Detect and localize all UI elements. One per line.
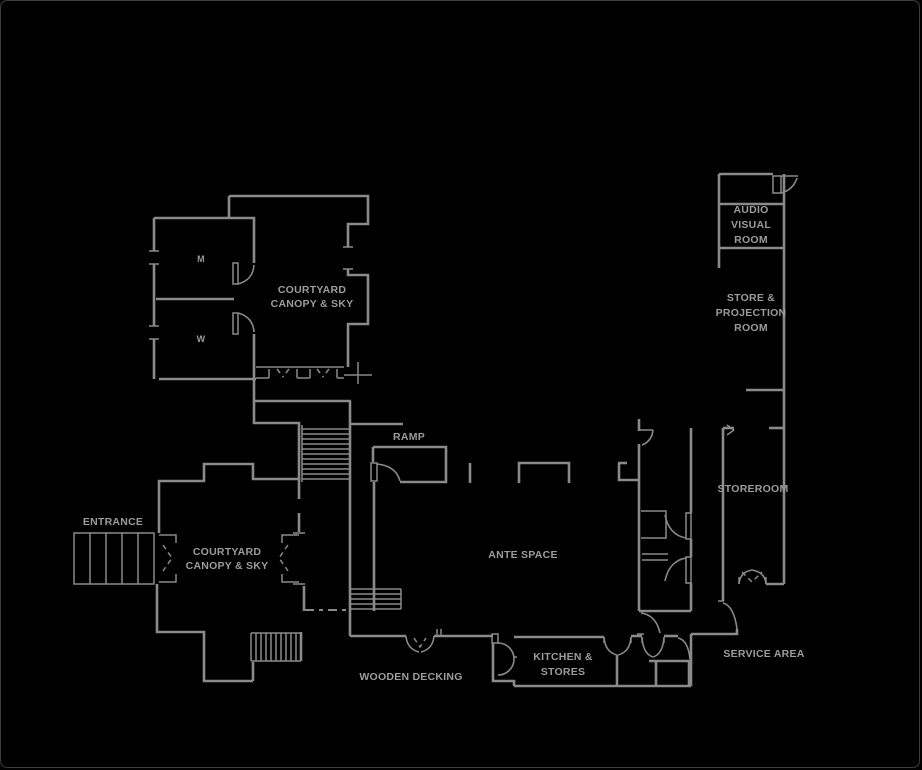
steps-outline xyxy=(73,532,155,585)
cupboard xyxy=(641,510,667,539)
label-wooden-decking: WOODEN DECKING xyxy=(359,671,462,683)
door-arc xyxy=(738,569,767,585)
deck-stairs xyxy=(349,588,402,610)
stair-treads xyxy=(302,428,350,480)
label-entrance: ENTRANCE xyxy=(83,516,143,528)
door-arc xyxy=(664,557,687,582)
stair-treads xyxy=(250,633,302,661)
door-leaves xyxy=(741,571,763,584)
door-leaves xyxy=(413,637,427,649)
window-cross xyxy=(344,362,372,384)
door-leaf xyxy=(232,312,239,335)
door-arc xyxy=(677,637,691,660)
service-corridor xyxy=(718,428,739,635)
window-jamb xyxy=(268,369,338,378)
label-courtyard-canopy-south: COURTYARD xyxy=(193,546,262,558)
opening-arrow xyxy=(726,424,735,436)
east-corridor xyxy=(637,419,693,635)
kitchen-area xyxy=(491,632,737,688)
door-arc xyxy=(722,602,738,630)
window-jamb xyxy=(436,629,442,636)
wall xyxy=(157,379,301,533)
door-arc xyxy=(603,636,632,656)
storeroom-walls xyxy=(723,174,786,586)
label-audio-visual-room: VISUAL xyxy=(731,219,771,231)
door-courtyard-west xyxy=(159,534,177,583)
main-staircase xyxy=(301,425,350,482)
label-courtyard-canopy-north: CANOPY & SKY xyxy=(271,298,354,310)
label-kitchen-stores: KITCHEN & xyxy=(533,651,593,663)
door-jamb xyxy=(281,534,299,583)
door-arc xyxy=(640,612,661,634)
door-arc xyxy=(497,642,515,676)
window-band-courtyard xyxy=(256,362,372,384)
label-ramp: RAMP xyxy=(393,431,425,443)
wall xyxy=(229,194,370,247)
doors-mw-rooms xyxy=(232,262,255,335)
window-leaf xyxy=(316,368,330,378)
door-arc xyxy=(780,177,798,194)
av-projection-wing xyxy=(717,172,798,392)
door-leaf xyxy=(685,512,692,540)
door-jamb xyxy=(738,577,767,584)
ramp-area xyxy=(370,445,448,611)
door-jamb xyxy=(603,637,632,643)
label-store-projection-room: PROJECTION xyxy=(716,307,787,319)
walls-upper-block xyxy=(149,194,370,381)
door-arc xyxy=(664,514,687,539)
walls-ante-south xyxy=(350,629,493,653)
wall xyxy=(491,643,516,686)
label-service-area: SERVICE AREA xyxy=(723,648,804,660)
door-arc xyxy=(376,463,401,482)
door-arc xyxy=(641,636,665,658)
door-leaf xyxy=(370,462,378,482)
wall xyxy=(617,463,639,482)
door-jamb xyxy=(159,534,177,583)
label-audio-visual-room: ROOM xyxy=(734,234,768,246)
door-leaf xyxy=(772,175,782,194)
room-labels: AUDIO VISUAL ROOM STORE & PROJECTION ROO… xyxy=(83,204,805,683)
door-jamb xyxy=(641,637,665,643)
door-leaf xyxy=(685,556,692,584)
wall xyxy=(517,461,571,483)
door-arc xyxy=(237,264,255,285)
window-tick xyxy=(149,250,159,340)
door-leaves xyxy=(162,544,173,572)
ante-north-recesses xyxy=(468,461,639,483)
label-kitchen-stores: STORES xyxy=(541,666,585,678)
walls-connector xyxy=(157,379,403,636)
door-arc xyxy=(641,429,654,446)
label-audio-visual-room: AUDIO xyxy=(733,204,768,216)
door-jamb xyxy=(293,532,305,585)
wall xyxy=(155,584,253,683)
door-arc xyxy=(405,635,435,653)
window-tick xyxy=(343,246,353,270)
label-ante-space: ANTE SPACE xyxy=(488,549,557,561)
entrance-steps xyxy=(73,532,155,585)
door-courtyard-east xyxy=(278,532,305,585)
walls-lower-courtyard xyxy=(155,479,348,683)
label-courtyard-canopy-north: COURTYARD xyxy=(278,284,347,296)
wall xyxy=(154,216,256,263)
wall xyxy=(346,269,370,367)
window-leaf xyxy=(276,368,290,378)
door-arc xyxy=(237,312,255,333)
label-store-projection-room: ROOM xyxy=(734,322,768,334)
label-room-w: W xyxy=(197,334,206,344)
label-room-m: M xyxy=(197,254,205,264)
label-storeroom: STOREROOM xyxy=(718,483,789,495)
label-store-projection-room: STORE & xyxy=(727,292,775,304)
steps-treads xyxy=(89,533,139,584)
door-jamb xyxy=(491,633,499,644)
door-leaves xyxy=(278,544,289,572)
shelf xyxy=(642,553,668,561)
door-leaf xyxy=(232,262,239,285)
label-courtyard-canopy-south: CANOPY & SKY xyxy=(186,560,269,572)
wall xyxy=(373,445,448,484)
courtyard-stairs-southeast xyxy=(250,632,302,662)
stair-treads xyxy=(349,588,401,610)
